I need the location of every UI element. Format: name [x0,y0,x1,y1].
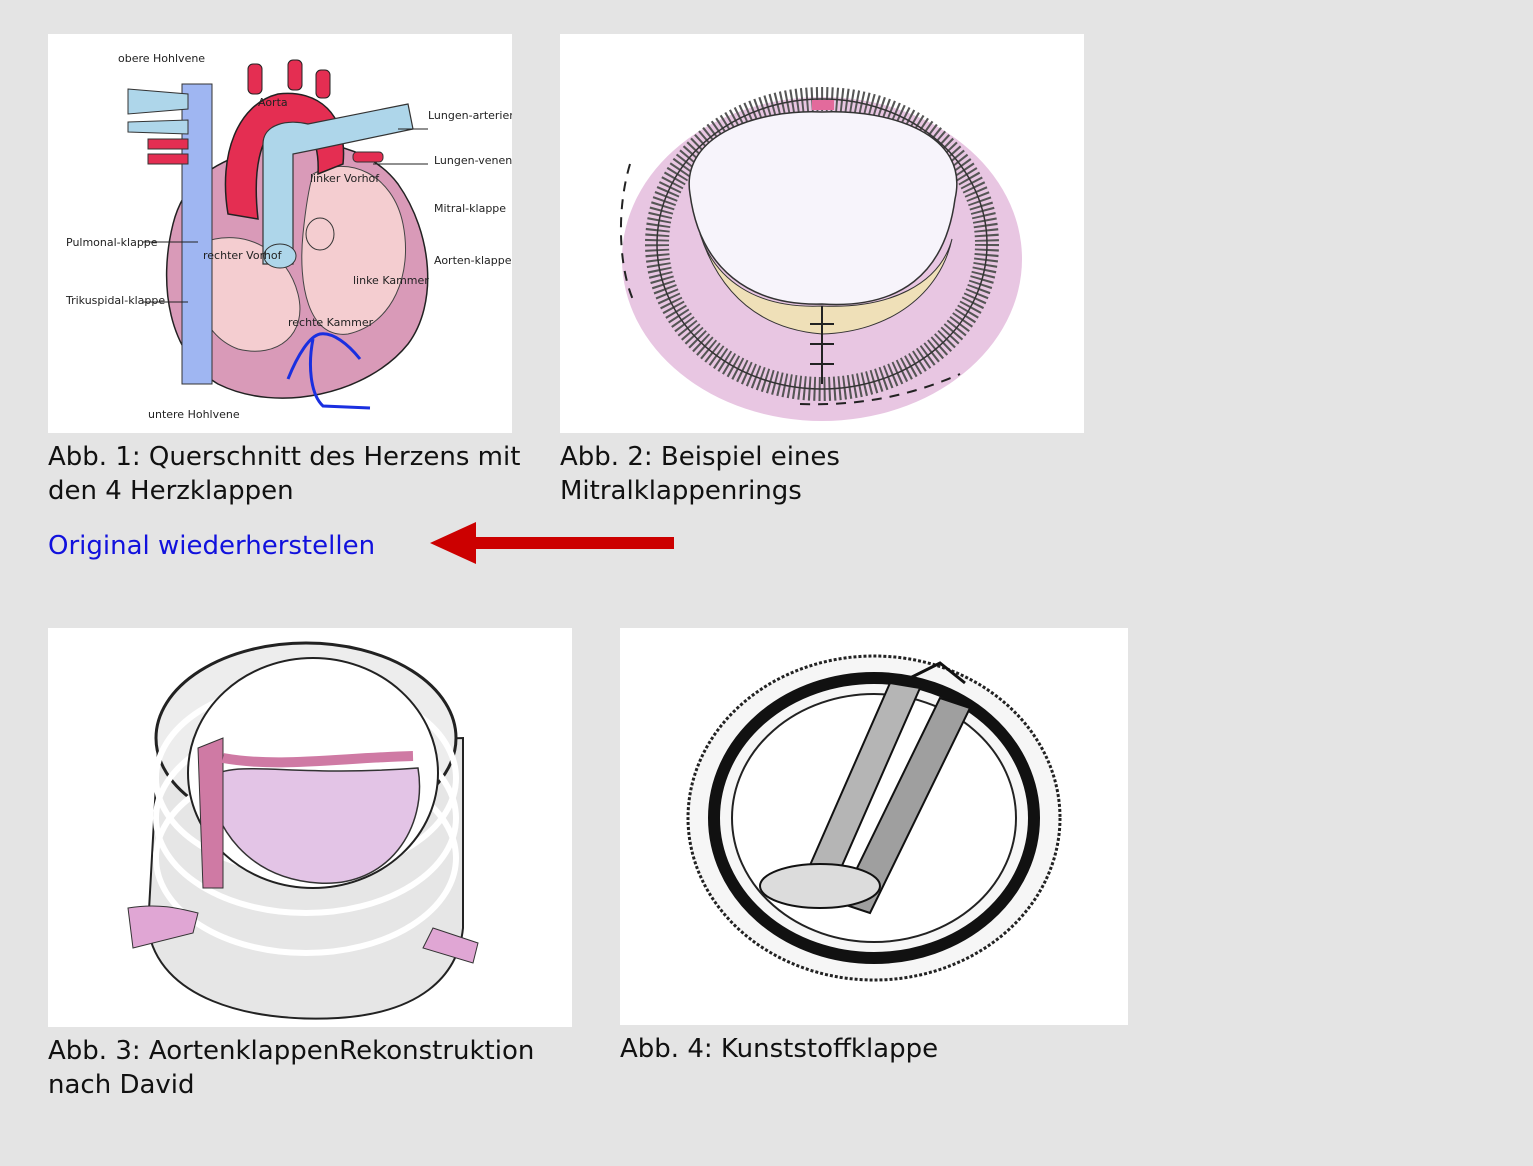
label-left-ventricle: linke Kammer [353,274,429,287]
figure-mechanical-valve [620,628,1128,1025]
figure-mitral-ring [560,34,1084,433]
label-mitral: Mitral-klappe [434,202,506,215]
caption-figure-2: Abb. 2: Beispiel eines Mitralklappenring… [560,442,840,506]
label-vena-cava-inf: untere Hohlvene [148,408,240,421]
label-pulmonary-valve: Pulmonal-klappe [66,236,158,249]
label-pulmonary-veins: Lungen-venen [434,154,512,167]
aortic-reconstruction-illustration [127,641,479,1020]
heart-cross-section-illustration: obere Hohlvene Aorta Lungen-arterien Lun… [65,52,512,421]
label-pulmonary-artery: Lungen-arterien [428,109,512,122]
label-aorta: Aorta [258,96,288,109]
left-arrow-icon [430,522,674,564]
label-left-atrium: linker Vorhof [310,172,380,185]
label-vena-cava-sup: obere Hohlvene [118,52,205,65]
figure-aortic-reconstruction [48,628,572,1027]
label-aortic-valve: Aorten-klappe [434,254,512,267]
restore-original-link[interactable]: Original wiederherstellen [48,531,376,561]
caption-figure-4: Abb. 4: Kunststoffklappe [620,1034,939,1064]
mitral-ring-illustration [619,87,1022,421]
figure-heart-cross-section: obere Hohlvene Aorta Lungen-arterien Lun… [48,34,512,433]
label-right-ventricle: rechte Kammer [288,316,374,329]
label-right-atrium: rechter Vorhof [203,249,283,262]
mechanical-valve-illustration [686,654,1062,982]
caption-figure-3: Abb. 3: AortenklappenRekonstruktion nach… [48,1036,535,1100]
label-tricuspid: Trikuspidal-klappe [65,294,165,307]
caption-figure-1: Abb. 1: Querschnitt des Herzens mit den … [48,442,521,506]
